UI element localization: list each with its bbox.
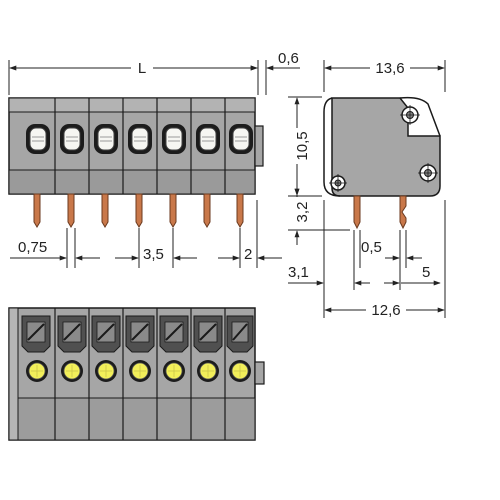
dimension-offset: 0,6: [245, 50, 300, 95]
led-indicator-icon: [26, 124, 50, 154]
dimension-label-pin-offset: 3,1: [288, 264, 309, 281]
clamp-slot-icon: [193, 315, 223, 353]
dimension-end: 2: [218, 200, 282, 268]
led-indicator-icon: [196, 124, 220, 154]
mounting-hole-icon: [400, 105, 420, 125]
dimension-label-height: 10,5: [294, 131, 311, 160]
dimension-label-pin-pitch: 5: [422, 264, 430, 281]
dimension-label-offset: 0,6: [278, 50, 299, 67]
dimension-pin-gap: 0,5: [353, 230, 422, 290]
top-pole-4: [125, 315, 155, 382]
front-led-windows: [26, 124, 253, 154]
dimension-label-length: L: [138, 60, 146, 77]
clamp-slot-icon: [125, 315, 155, 353]
top-pole-6: [193, 315, 223, 382]
led-indicator-icon: [129, 360, 151, 382]
dimension-label-pin-length: 3,2: [294, 202, 311, 223]
side-pins: [353, 195, 407, 230]
top-pole-2: [57, 315, 87, 382]
dimension-pin-length: 3,2: [288, 185, 350, 245]
dimension-depth: 13,6: [323, 58, 446, 92]
front-pins: [33, 193, 244, 228]
dimension-length: L: [8, 58, 259, 95]
dimension-pin-width: 0,75: [10, 228, 100, 268]
led-indicator-icon: [94, 124, 118, 154]
clamp-slot-icon: [21, 315, 51, 353]
led-indicator-icon: [128, 124, 152, 154]
dimension-label-pin-width: 0,75: [18, 239, 47, 256]
top-pole-5: [159, 315, 189, 382]
mounting-hole-icon: [418, 163, 438, 183]
clamp-slot-icon: [91, 315, 121, 353]
clamp-slot-icon: [57, 315, 87, 353]
dimension-height: 10,5: [288, 96, 322, 197]
led-indicator-icon: [61, 360, 83, 382]
led-indicator-icon: [60, 124, 84, 154]
dimension-pin-offset: 3,1: [288, 200, 370, 318]
dimension-label-pin-gap: 0,5: [361, 239, 382, 256]
clamp-slot-icon: [159, 315, 189, 353]
led-indicator-icon: [229, 360, 251, 382]
led-indicator-icon: [229, 124, 253, 154]
top-pole-3: [91, 315, 121, 382]
side-view: 13,6 10,5 3,2: [288, 58, 446, 319]
led-indicator-icon: [163, 360, 185, 382]
clamp-slot-icon: [226, 315, 254, 353]
led-indicator-icon: [95, 360, 117, 382]
top-pole-7: [226, 315, 254, 382]
dimension-label-base-depth: 12,6: [371, 302, 400, 319]
led-indicator-icon: [162, 124, 186, 154]
mounting-hole-icon: [329, 174, 347, 192]
dimension-label-end: 2: [244, 246, 252, 263]
front-view: L 0,6: [8, 50, 300, 268]
led-indicator-icon: [197, 360, 219, 382]
dimension-label-pitch: 3,5: [143, 246, 164, 263]
dimension-pitch: 3,5: [115, 228, 197, 268]
dimension-base-depth: 12,6: [324, 200, 446, 319]
dimension-label-depth: 13,6: [375, 60, 404, 77]
top-view: [8, 307, 265, 441]
led-indicator-icon: [26, 360, 48, 382]
top-pole-1: [21, 315, 51, 382]
dimension-pin-pitch: 5: [384, 264, 441, 286]
